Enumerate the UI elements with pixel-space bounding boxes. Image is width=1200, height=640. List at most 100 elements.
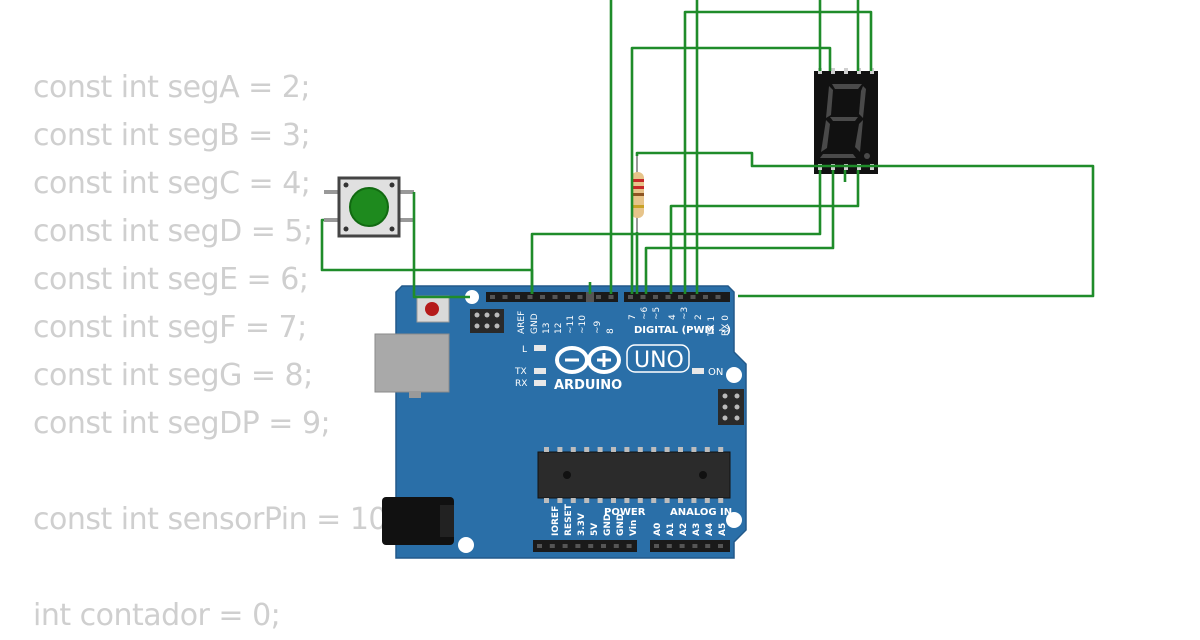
chip-leg bbox=[704, 498, 710, 503]
led-rx-label: RX bbox=[515, 379, 527, 389]
code-line: int contador = 0; bbox=[33, 598, 281, 633]
code-line: const int segF = 7; bbox=[33, 310, 307, 345]
usb-connector bbox=[374, 333, 450, 393]
code-line: const int segC = 4; bbox=[33, 166, 311, 201]
chip-leg bbox=[718, 447, 724, 452]
segment-a bbox=[832, 84, 862, 89]
chip-leg bbox=[704, 447, 710, 452]
code-line: const int segE = 6; bbox=[33, 262, 309, 297]
header-pin bbox=[527, 295, 533, 299]
segment-f bbox=[826, 86, 833, 118]
code-line: const int segD = 5; bbox=[33, 214, 313, 249]
led-tx bbox=[534, 368, 546, 374]
power-header bbox=[533, 540, 637, 552]
wire bbox=[635, 151, 1095, 298]
resistor-band bbox=[631, 179, 644, 182]
header-pin bbox=[679, 544, 685, 548]
digital-header-left bbox=[486, 292, 586, 302]
pin-label-gnd: GND bbox=[530, 313, 540, 334]
button-leg bbox=[398, 190, 414, 194]
code-listing: const int segA = 2; const int segB = 3; … bbox=[33, 64, 397, 640]
button-corner bbox=[343, 226, 349, 232]
led-on bbox=[692, 368, 704, 374]
segment-b bbox=[859, 86, 866, 118]
mounting-hole bbox=[726, 512, 742, 528]
code-line: const int segDP = 9; bbox=[33, 406, 331, 441]
button-cap[interactable] bbox=[349, 187, 389, 227]
pin-label-vin: Vin bbox=[629, 520, 639, 536]
mounting-hole bbox=[726, 367, 742, 383]
pin-label-6: ~6 bbox=[640, 306, 650, 320]
chip-leg bbox=[637, 498, 643, 503]
led-l bbox=[534, 345, 546, 351]
pin-label-3: ~3 bbox=[680, 307, 690, 320]
header-pin bbox=[537, 544, 542, 548]
power-jack-body bbox=[440, 505, 454, 537]
header-pin bbox=[601, 544, 606, 548]
code-line: const int segA = 2; bbox=[33, 70, 310, 105]
button-leg bbox=[324, 190, 340, 194]
chip-leg bbox=[597, 498, 603, 503]
chip-leg bbox=[678, 447, 683, 452]
arduino-uno-board[interactable]: AREF GND 13 12 ~11 ~10 ~9 8 7 ~6 ~5 4 ~3… bbox=[374, 285, 747, 559]
header-pin bbox=[718, 544, 723, 548]
chip-leg bbox=[570, 498, 576, 503]
resistor bbox=[631, 156, 644, 232]
pin-label-9: ~9 bbox=[593, 320, 603, 334]
push-button[interactable] bbox=[324, 176, 414, 238]
pin-label-5v: 5V bbox=[590, 523, 600, 536]
wire bbox=[412, 192, 470, 299]
resistor-band bbox=[631, 193, 644, 196]
mounting-hole bbox=[458, 537, 474, 553]
arduino-brand: ARDUINO bbox=[554, 378, 622, 393]
display-pin bbox=[844, 68, 848, 74]
pin-label-12: 12 bbox=[554, 323, 564, 334]
digital-header-mid bbox=[594, 292, 618, 302]
header-pin bbox=[626, 544, 632, 548]
pin-label-reset: RESET bbox=[564, 503, 574, 536]
digital-pwm-label: DIGITAL (PWM ~) bbox=[634, 325, 731, 336]
pin-label-3v3: 3.3V bbox=[577, 513, 587, 536]
pin-label-a1: A1 bbox=[666, 523, 676, 536]
led-on-label: ON bbox=[708, 367, 723, 378]
code-line: const int sensorPin = 10; bbox=[33, 502, 397, 537]
pin-label-a2: A2 bbox=[679, 523, 689, 536]
wire bbox=[683, 10, 873, 294]
pin-label-11: ~11 bbox=[566, 315, 576, 334]
icsp-header bbox=[718, 389, 744, 425]
led-l-label: L bbox=[522, 345, 527, 355]
pin-label-7: 7 bbox=[628, 314, 638, 320]
led-rx bbox=[534, 380, 546, 386]
chip-leg bbox=[557, 498, 563, 503]
digital-pin-labels: AREF GND 13 12 ~11 ~10 ~9 8 7 ~6 ~5 4 ~3… bbox=[517, 306, 731, 337]
chip-leg bbox=[691, 498, 697, 503]
wires bbox=[320, 0, 1095, 299]
header-pin bbox=[666, 544, 672, 548]
header-pin bbox=[678, 295, 683, 299]
pin-label-8: 8 bbox=[606, 328, 616, 334]
chip-leg bbox=[637, 447, 643, 452]
header-pin bbox=[588, 544, 594, 548]
header-pin bbox=[540, 295, 545, 299]
chip-leg bbox=[718, 498, 724, 503]
chip-leg bbox=[651, 498, 657, 503]
pin-label-10: ~10 bbox=[578, 315, 588, 334]
header-pin bbox=[703, 295, 708, 299]
header-pin bbox=[565, 295, 570, 299]
microcontroller-chip bbox=[537, 447, 731, 503]
pin-label-a0: A0 bbox=[653, 523, 663, 536]
mounting-hole bbox=[465, 290, 479, 304]
chip-leg bbox=[557, 447, 563, 452]
header-pin bbox=[628, 295, 633, 299]
button-corner bbox=[389, 182, 395, 188]
header-pin bbox=[705, 544, 711, 548]
arduino-infinity-logo bbox=[555, 346, 621, 374]
digital-pins bbox=[490, 295, 721, 299]
usb-connector-tab bbox=[409, 392, 421, 398]
chip-leg bbox=[624, 498, 630, 503]
reset-button-cap[interactable] bbox=[425, 302, 439, 316]
code-line: const int segB = 3; bbox=[33, 118, 311, 153]
display-pin bbox=[831, 68, 835, 74]
header-pin bbox=[502, 295, 508, 299]
chip-leg bbox=[544, 498, 549, 503]
